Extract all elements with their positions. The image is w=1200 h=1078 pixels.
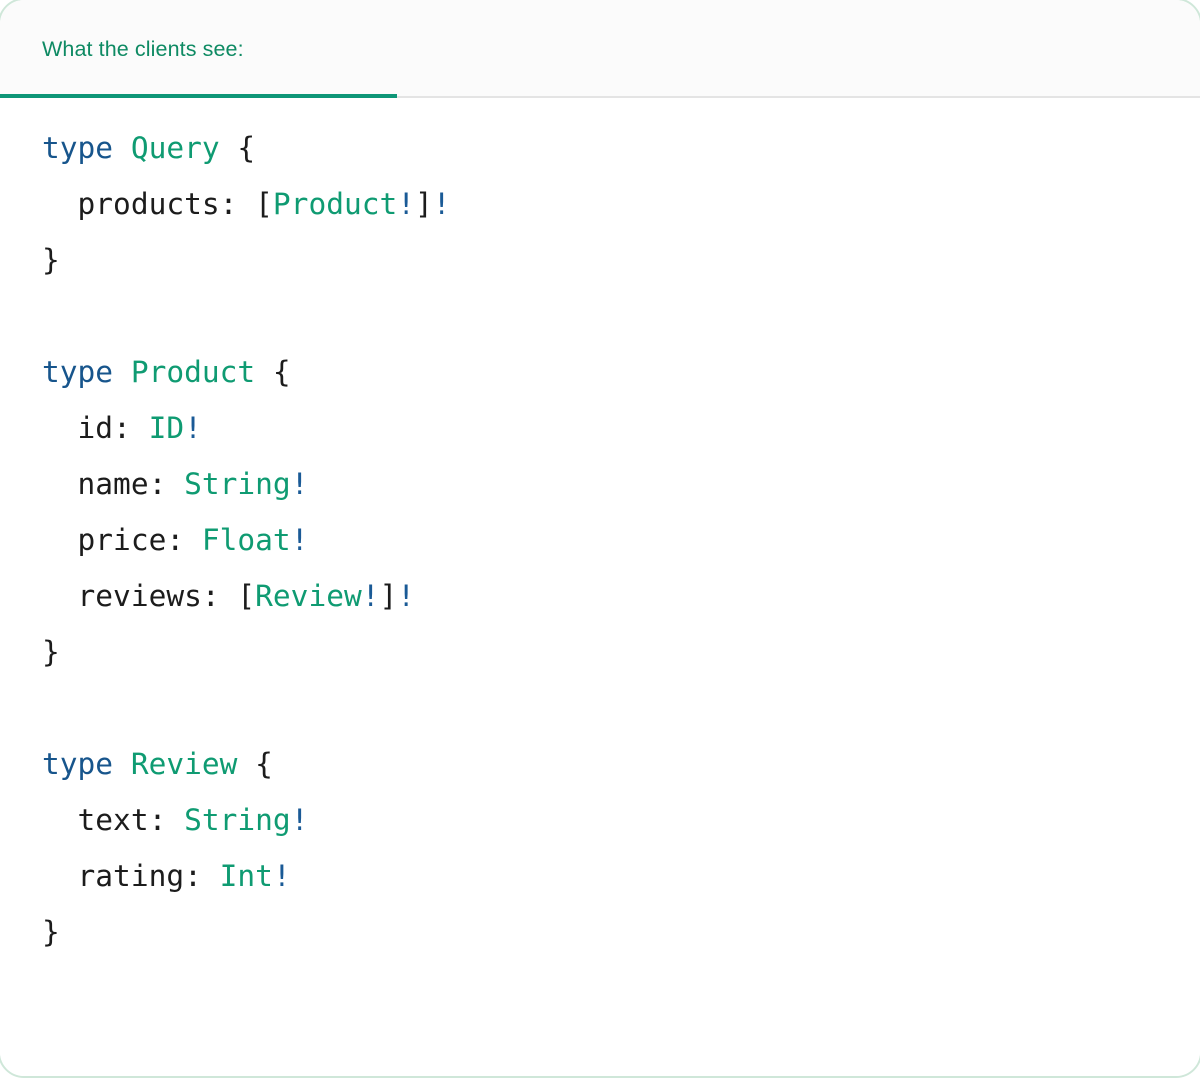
code-body: type Query { products: [Product!]!} type… [0,98,1200,1076]
code-token-keyword: type [42,747,114,781]
code-token-bang: ! [397,187,416,221]
code-token-space [184,523,202,557]
code-token-bang: ! [361,579,380,613]
code-token-field-name: text [77,803,149,837]
code-token-brace-open: { [272,355,291,389]
code-line: type Product { [42,344,1200,400]
code-token-space [237,187,255,221]
code-token-bracket-close: ] [415,187,433,221]
code-token-colon: : [201,579,220,613]
code-token-colon: : [184,859,202,893]
code-line: rating: Int! [42,848,1200,904]
code-line: id: ID! [42,400,1200,456]
tab-bar-divider [0,96,1200,98]
code-token-space [220,579,238,613]
code-token-colon: : [166,523,185,557]
code-token-type-name: Review [255,579,362,613]
code-token-space [113,355,131,389]
code-token-field-name: rating [77,859,185,893]
code-token-bang: ! [184,411,202,445]
code-line: reviews: [Review!]! [42,568,1200,624]
code-token-type-name: Float [201,523,291,557]
code-line: text: String! [42,792,1200,848]
code-token-space [255,355,273,389]
code-line: type Review { [42,736,1200,792]
code-token-space [131,411,149,445]
code-token-space [220,131,238,165]
code-line: products: [Product!]! [42,176,1200,232]
active-tab-underline [0,94,397,98]
code-token-space [166,467,184,501]
code-token-field-name: id [77,411,114,445]
code-token-type-name: ID [148,411,185,445]
code-token-brace-close: } [42,635,60,669]
code-token-bracket-open: [ [237,579,256,613]
graphql-schema-code[interactable]: type Query { products: [Product!]!} type… [0,120,1200,960]
code-line: name: String! [42,456,1200,512]
code-token-bracket-close: ] [379,579,398,613]
code-line-blank [42,288,1200,344]
code-token-keyword: type [42,355,114,389]
code-token-brace-open: { [237,131,256,165]
code-token-keyword: type [42,131,114,165]
code-line: } [42,904,1200,960]
code-token-bracket-open: [ [255,187,273,221]
code-line: } [42,624,1200,680]
code-token-type-name: Product [272,187,398,221]
code-token-bang: ! [290,523,309,557]
code-token-space [113,747,131,781]
code-token-type-name: String [184,467,291,501]
tab-what-the-clients-see[interactable]: What the clients see: [0,0,397,98]
tab-bar: What the clients see: [0,0,1200,98]
code-token-bang: ! [432,187,451,221]
code-token-bang: ! [272,859,291,893]
code-line-blank [42,680,1200,736]
code-token-space [166,803,184,837]
code-token-field-name: products [77,187,220,221]
code-token-type-name: Int [219,859,273,893]
code-token-type-name: Review [130,747,238,781]
code-line: price: Float! [42,512,1200,568]
code-line: } [42,232,1200,288]
code-token-bang: ! [397,579,416,613]
code-token-field-name: reviews [77,579,202,613]
code-token-colon: : [148,803,167,837]
code-token-brace-open: { [255,747,273,781]
code-token-colon: : [219,187,238,221]
code-token-field-name: price [77,523,167,557]
code-token-brace-close: } [42,915,60,949]
code-line: type Query { [42,120,1200,176]
code-token-type-name: Query [130,131,220,165]
code-token-bang: ! [290,467,309,501]
code-token-colon: : [148,467,167,501]
tab-label: What the clients see: [42,36,244,61]
code-token-brace-close: } [42,243,60,277]
code-token-type-name: String [184,803,291,837]
code-token-space [237,747,255,781]
code-token-type-name: Product [130,355,256,389]
code-token-bang: ! [290,803,309,837]
code-token-colon: : [113,411,131,445]
code-token-space [113,131,131,165]
code-token-space [202,859,220,893]
code-token-field-name: name [77,467,149,501]
